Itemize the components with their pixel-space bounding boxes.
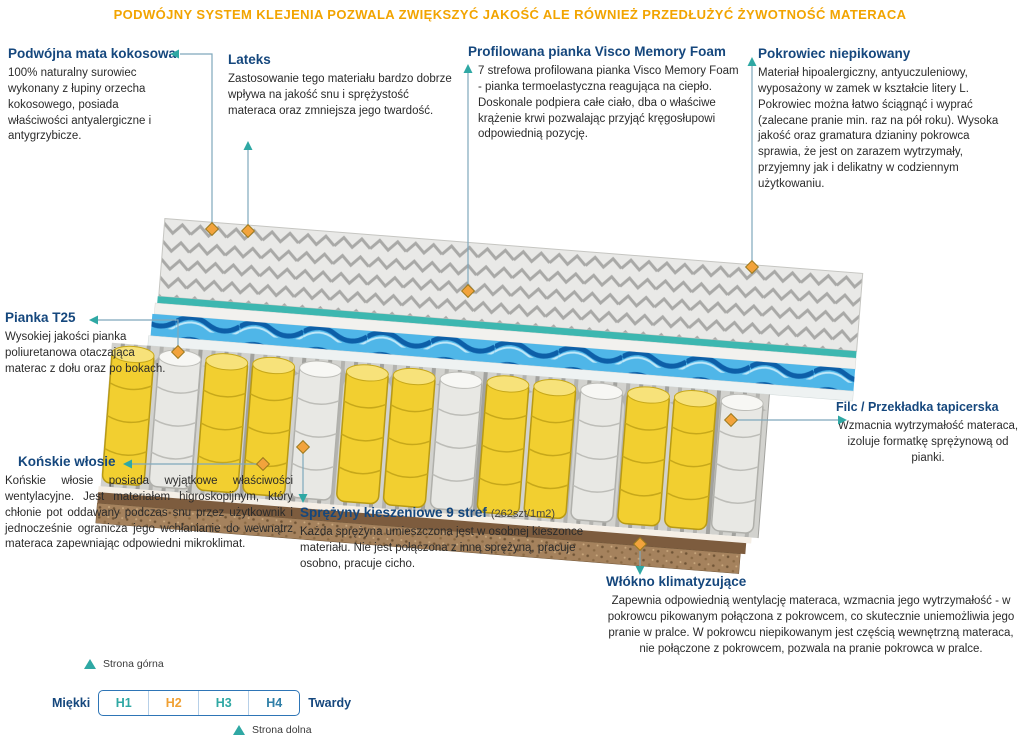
annotation-body: Materiał hipoalergiczny, antyuczuleniowy… <box>758 67 999 191</box>
annotation-title: Sprężyny kieszeniowe 9 stref(262szt/1m2) <box>300 505 596 520</box>
annotation-title: Końskie włosie <box>18 454 116 469</box>
layer-white-lower <box>98 486 752 544</box>
bottom-side-label: Strona dolna <box>252 724 312 736</box>
annotation-cover: Pokrowiec niepikowany Materiał hipoalerg… <box>758 46 1012 193</box>
annotation-visco-foam: Profilowana pianka Visco Memory Foam 7 s… <box>468 44 740 143</box>
scale-bottom-side: Strona dolna <box>233 724 312 736</box>
mattress-cutaway-illustration <box>95 217 864 574</box>
hardness-levels-box: H1 H2 H3 H4 <box>98 690 301 716</box>
top-banner: PODWÓJNY SYSTEM KLEJENIA POZWALA ZWIĘKSZ… <box>113 7 907 22</box>
arrow-icon <box>747 57 757 66</box>
hardness-scale: Miękki H1 H2 H3 H4 Twardy <box>52 690 351 716</box>
annotation-climate-fiber: Włókno klimatyzujące Zapewnia odpowiedni… <box>606 574 1016 657</box>
annotation-body: Wysokiej jakości pianka poliuretanowa ot… <box>5 331 166 375</box>
annotation-coconut-mat: Podwójna mata kokosowa 100% naturalny su… <box>8 46 180 145</box>
annotation-pocket-springs: Sprężyny kieszeniowe 9 stref(262szt/1m2)… <box>300 505 596 573</box>
annotation-body: Wzmacnia wytrzymałość materaca, izoluje … <box>837 420 1019 464</box>
annotation-title: Lateks <box>228 52 271 67</box>
layer-felt <box>97 492 747 555</box>
up-arrow-icon <box>233 725 245 735</box>
hardness-level-h1: H1 <box>99 691 150 715</box>
layer-coconut-base <box>95 502 741 574</box>
annotation-latex: Lateks Zastosowanie tego materiału bardz… <box>228 52 458 120</box>
springs-title-text: Sprężyny kieszeniowe 9 stref <box>300 505 487 520</box>
annotation-body: Końskie włosie posiada wyjątkowe właściw… <box>5 475 293 551</box>
layer-zigzag-foam <box>158 217 864 352</box>
annotation-body: 100% naturalny surowiec wykonany z łupin… <box>8 67 152 143</box>
layer-latex <box>157 296 857 359</box>
annotation-title: Pokrowiec niepikowany <box>758 46 911 61</box>
annotation-title: Profilowana pianka Visco Memory Foam <box>468 44 726 59</box>
annotation-title: Pianka T25 <box>5 310 76 325</box>
arrow-icon <box>243 141 253 150</box>
annotation-title: Filc / Przekładka tapicerska <box>836 400 999 414</box>
annotation-t25-foam: Pianka T25 Wysokiej jakości pianka poliu… <box>5 310 175 378</box>
springs-count: (262szt/1m2) <box>490 508 556 520</box>
scale-top-side: Strona górna <box>84 658 164 670</box>
top-side-label: Strona górna <box>103 658 164 670</box>
annotation-body: Zapewnia odpowiednią wentylację materaca… <box>607 595 1015 655</box>
annotation-horsehair: Końskie włosie Końskie włosie posiada wy… <box>5 454 293 553</box>
annotation-title: Włókno klimatyzujące <box>606 574 747 589</box>
layer-wave-visco <box>150 313 856 392</box>
annotation-body: 7 strefowa profilowana pianka Visco Memo… <box>478 65 739 141</box>
annotation-body: Każda sprężyna umieszczona jest w osobne… <box>300 526 584 570</box>
annotation-title: Podwójna mata kokosowa <box>8 46 177 61</box>
soft-label: Miękki <box>52 696 91 710</box>
up-arrow-icon <box>84 659 96 669</box>
hardness-level-h3: H3 <box>199 691 250 715</box>
hard-label: Twardy <box>308 696 352 710</box>
annotation-felt: Filc / Przekładka tapicerska Wzmacnia wy… <box>836 400 1020 467</box>
hardness-level-h2: H2 <box>149 691 200 715</box>
hardness-level-h4: H4 <box>266 696 283 710</box>
annotation-body: Zastosowanie tego materiału bardzo dobrz… <box>228 73 452 117</box>
